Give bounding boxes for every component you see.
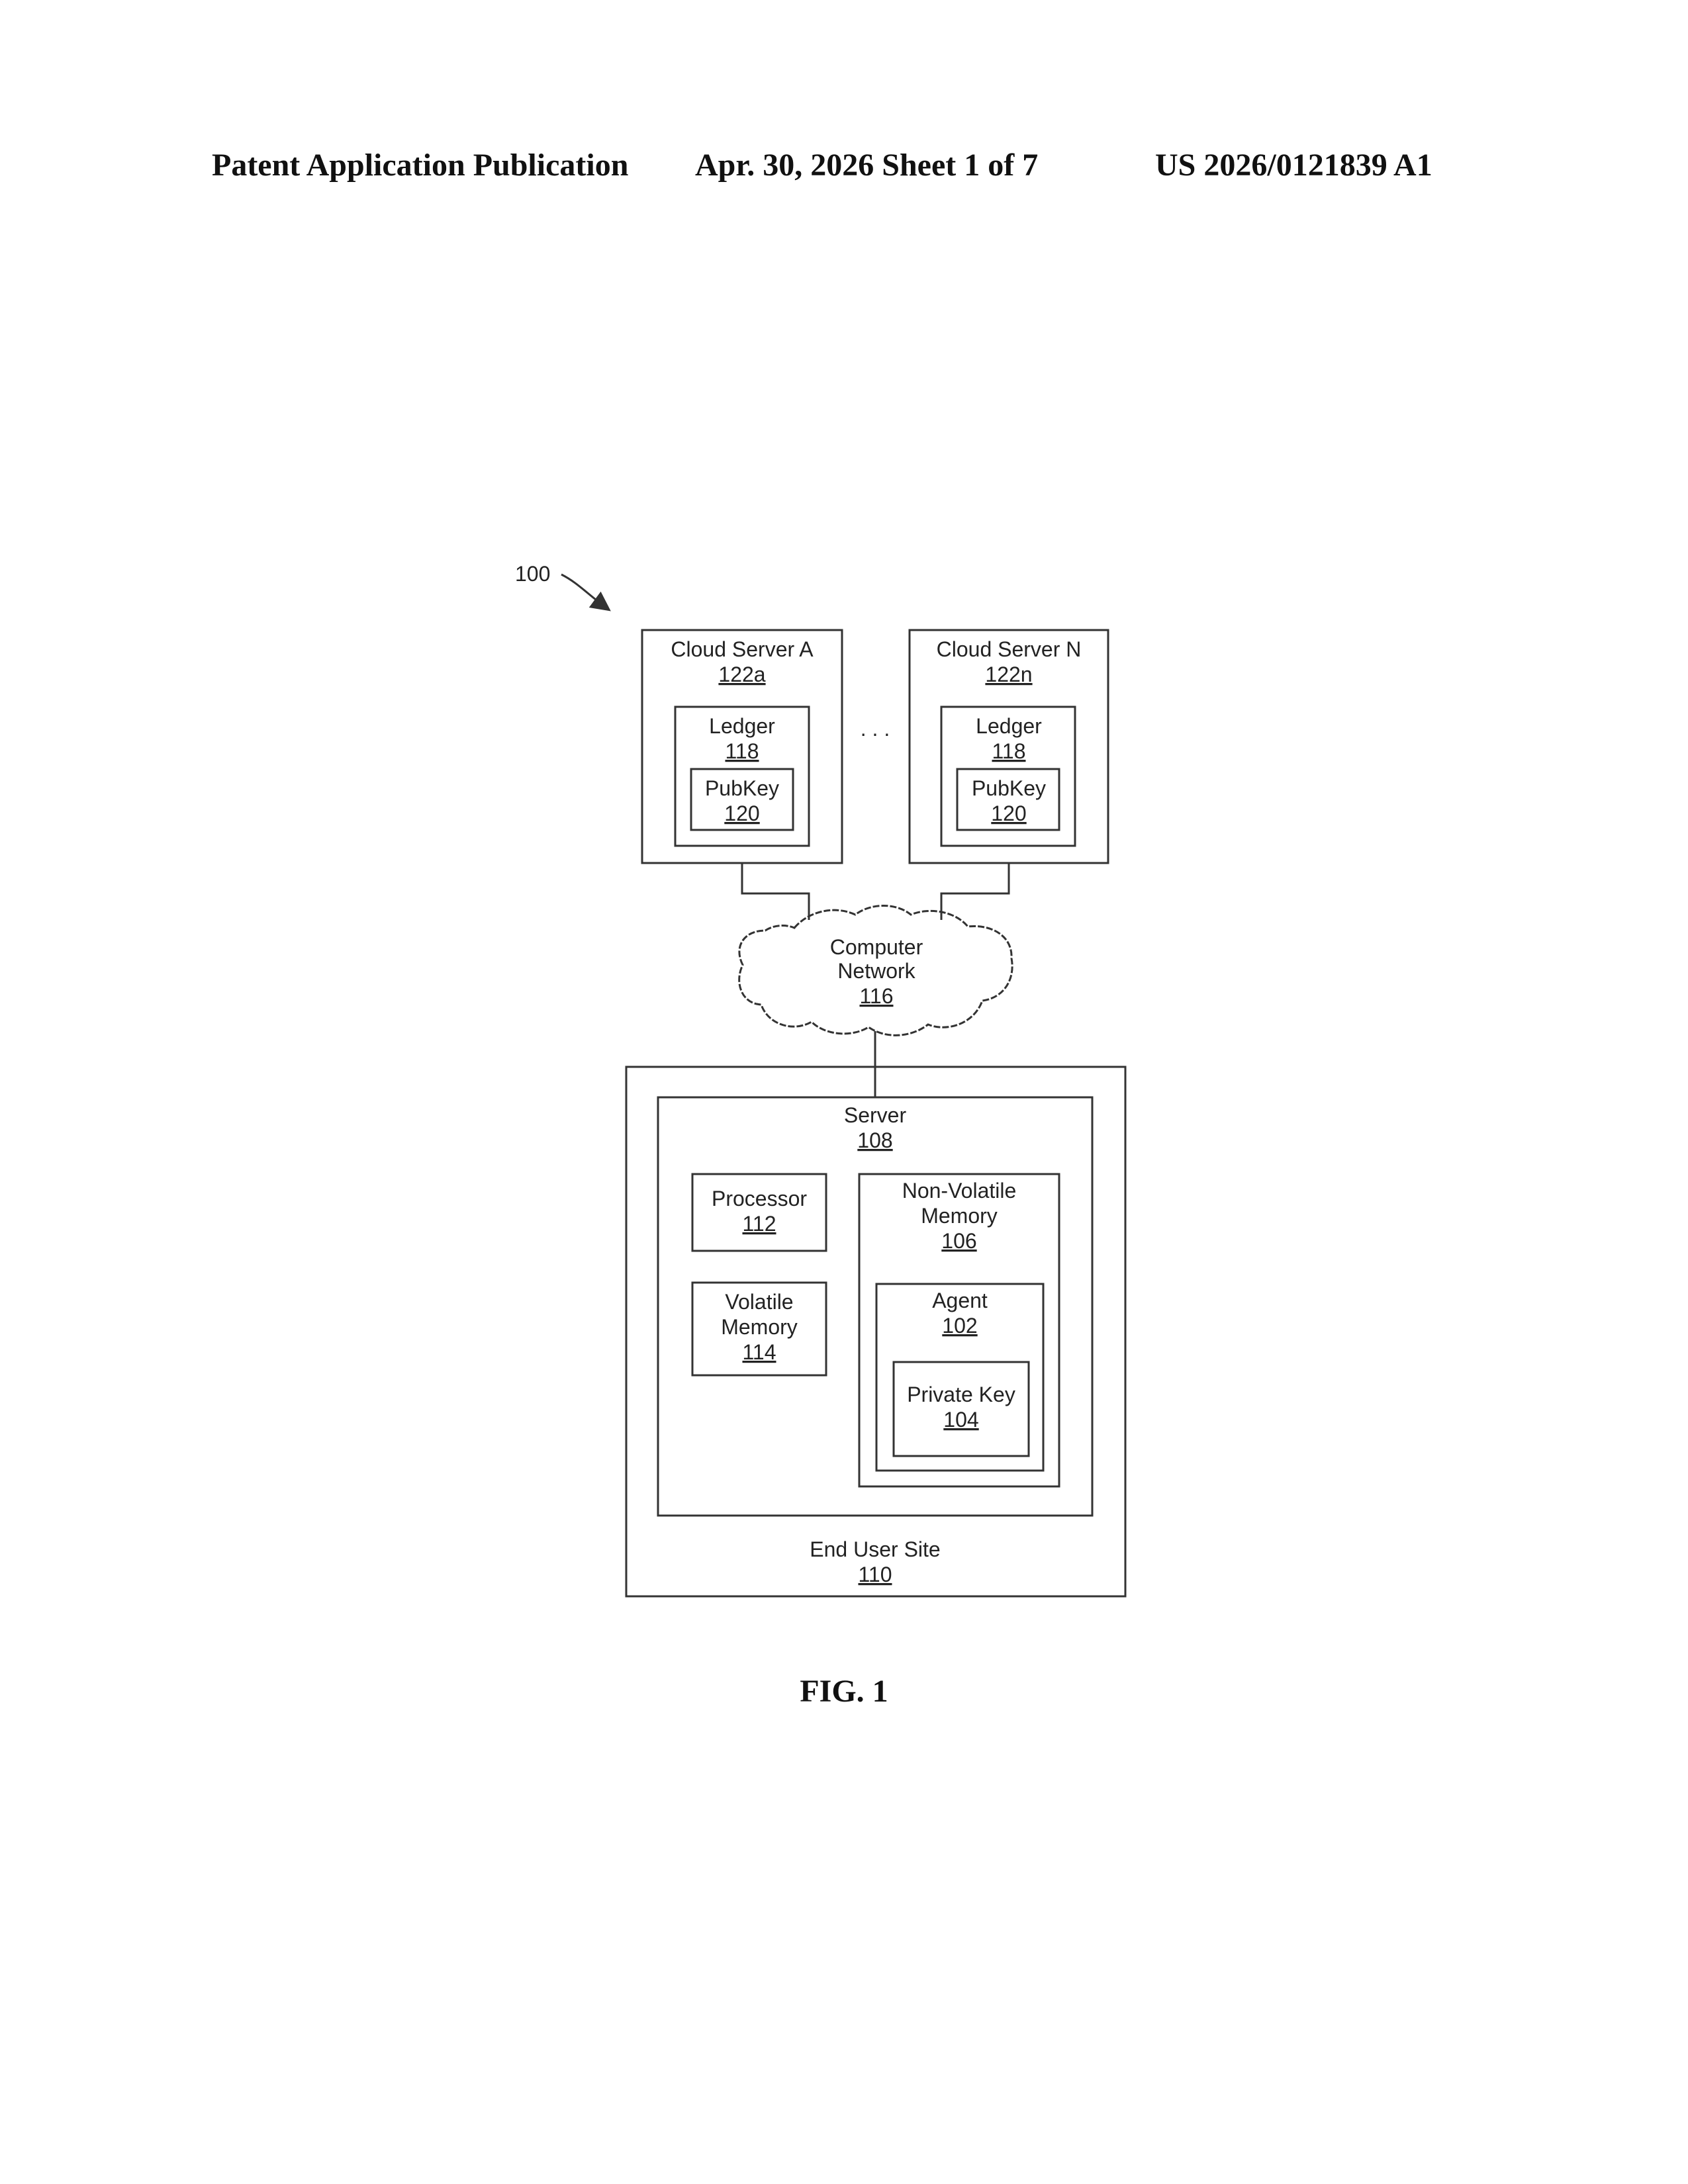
ledger-n-name: Ledger xyxy=(976,714,1042,738)
pubkey-a-ref: 120 xyxy=(724,801,759,825)
server-ref: 108 xyxy=(857,1128,892,1152)
cloud-server-n: Cloud Server N 122n Ledger 118 PubKey 12… xyxy=(910,630,1108,863)
private-key-ref: 104 xyxy=(943,1408,978,1432)
agent-ref: 102 xyxy=(942,1314,977,1338)
server-box xyxy=(658,1097,1092,1516)
cloud-server-a: Cloud Server A 122a Ledger 118 PubKey 12… xyxy=(642,630,842,863)
network-label-line1: Computer xyxy=(830,935,923,959)
connector-cloud-n-network xyxy=(941,863,1009,920)
private-key-name: Private Key xyxy=(907,1383,1015,1406)
server-name: Server xyxy=(844,1103,907,1127)
processor-name: Processor xyxy=(712,1187,807,1210)
non-volatile-memory-line1: Non-Volatile xyxy=(902,1179,1017,1203)
ref-100-arrow xyxy=(561,574,608,609)
agent-name: Agent xyxy=(932,1289,988,1312)
connector-cloud-a-network xyxy=(742,863,809,920)
ledger-a-ref: 118 xyxy=(725,739,759,763)
volatile-memory-line1: Volatile xyxy=(725,1290,793,1314)
pubkey-a-name: PubKey xyxy=(705,776,779,800)
volatile-memory-ref: 114 xyxy=(742,1340,776,1364)
cloud-server-n-ref: 122n xyxy=(985,662,1032,686)
non-volatile-memory-line2: Memory xyxy=(921,1204,998,1228)
end-user-site-name: End User Site xyxy=(810,1537,940,1561)
pubkey-n-name: PubKey xyxy=(972,776,1046,800)
cloud-server-n-name: Cloud Server N xyxy=(937,637,1082,661)
cloud-ellipsis: . . . xyxy=(861,717,890,741)
non-volatile-memory-ref: 106 xyxy=(941,1229,976,1253)
cloud-server-a-ref: 122a xyxy=(718,662,765,686)
end-user-site-ref: 110 xyxy=(858,1563,892,1586)
pubkey-n-ref: 120 xyxy=(991,801,1026,825)
volatile-memory-line2: Memory xyxy=(721,1315,798,1339)
cloud-server-a-name: Cloud Server A xyxy=(671,637,814,661)
network-ref: 116 xyxy=(859,984,893,1008)
network-label-line2: Network xyxy=(837,959,915,983)
ledger-a-name: Ledger xyxy=(709,714,775,738)
ledger-n-ref: 118 xyxy=(992,739,1025,763)
processor-ref: 112 xyxy=(742,1212,776,1236)
ref-100-label: 100 xyxy=(515,562,550,586)
figure-label: FIG. 1 xyxy=(0,1673,1688,1709)
